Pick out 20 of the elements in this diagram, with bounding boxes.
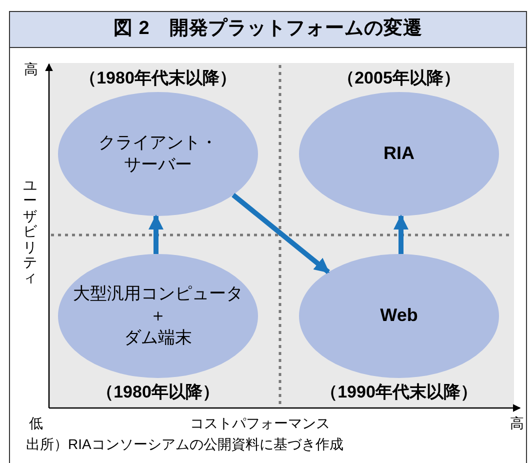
arrow [232, 192, 330, 274]
axis-label: 低 [29, 416, 43, 430]
era-label: （1980年以降） [96, 381, 220, 404]
platform-name: クライアント・サーバー [98, 132, 218, 176]
platform-name: 大型汎用コンピュータ [73, 282, 243, 305]
platform-name: ＋ [150, 304, 166, 327]
era-label: （2005年以降） [338, 67, 460, 90]
platform-name: RIA [384, 142, 414, 166]
title: 図 2 開発プラットフォームの変遷 [114, 16, 422, 42]
arrow [148, 214, 164, 254]
caption: 出所）RIAコンソーシアムの公開資料に基づき作成 [26, 437, 344, 451]
era-label: （1990年代末以降） [320, 381, 478, 404]
axis-label: 高 [24, 62, 38, 76]
platform-name: Web [380, 304, 418, 328]
axis-title: コストパフォーマンス [190, 416, 330, 430]
era-label: （1980年代末以降） [80, 67, 236, 90]
axis-label: 高 [510, 416, 524, 430]
axis-title: ユーザビリティ [23, 178, 37, 286]
arrow [394, 214, 408, 254]
platform-name: ダム端末 [124, 327, 192, 350]
